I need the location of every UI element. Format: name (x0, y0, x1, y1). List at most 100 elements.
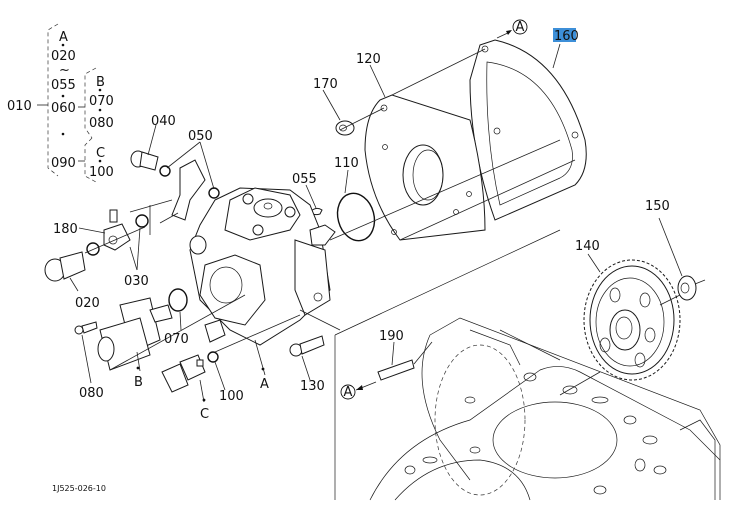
engine-housing (334, 229, 721, 501)
stud-190 (377, 359, 415, 381)
callout-030[interactable]: 030 (124, 274, 149, 289)
bolt-hole (466, 191, 472, 197)
nut-body (335, 120, 355, 136)
marker-circle (512, 19, 528, 35)
gear-hole (634, 352, 646, 368)
nut-body (677, 275, 697, 301)
label-070-group[interactable]: 070 (89, 94, 114, 109)
callout-020[interactable]: 020 (75, 296, 100, 311)
callout-070[interactable]: 070 (164, 332, 189, 347)
nut-hole (339, 124, 347, 132)
banjo-bolt-020 (44, 251, 86, 282)
housing-outline (429, 317, 721, 500)
callout-055[interactable]: 055 (292, 172, 317, 187)
housing-rib (499, 329, 561, 361)
cylinder-bore-2 (394, 459, 531, 501)
callout-180[interactable]: 180 (53, 222, 78, 237)
ref-c-group: C (96, 146, 105, 161)
ref-marker-a-bottom[interactable]: A (340, 384, 356, 400)
plate-bore (402, 144, 444, 206)
callout-150[interactable]: 150 (645, 199, 670, 214)
dashed-flange-ref (434, 344, 526, 496)
callout-040[interactable]: 040 (151, 114, 176, 129)
highlight-box (553, 28, 576, 42)
dot (261, 367, 265, 371)
gasket-outer (469, 39, 587, 221)
gear-web (595, 277, 665, 367)
dot (61, 43, 65, 47)
housing-corner (679, 419, 716, 500)
centerlines (84, 48, 706, 396)
banjo-fitting-180 (103, 209, 131, 251)
marker-text: A (516, 20, 525, 35)
marker-circle (340, 384, 356, 400)
sensor-connector (161, 363, 189, 393)
pump-head-center (263, 202, 273, 210)
bolt-hole (391, 229, 397, 235)
o-ring-070 (168, 288, 188, 312)
brace-b (84, 67, 97, 139)
callout-050[interactable]: 050 (188, 129, 213, 144)
dot (136, 366, 140, 370)
arrow-a-top (496, 30, 512, 39)
label-080-group[interactable]: 080 (89, 116, 114, 131)
outer-brace (47, 23, 59, 177)
gear-hole (599, 337, 611, 353)
range-symbol: ~ (59, 63, 70, 78)
gasket-inner (486, 61, 573, 206)
arrow-a-bottom (355, 381, 377, 391)
gear-hub (609, 309, 641, 351)
washer-030-b (86, 242, 100, 256)
callout-120[interactable]: 120 (356, 52, 381, 67)
callout-130[interactable]: 130 (300, 379, 325, 394)
dot (61, 132, 65, 136)
frame-line (334, 229, 561, 336)
nut-170 (335, 120, 355, 136)
bolt-hole (481, 45, 489, 53)
callout-100[interactable]: 100 (219, 389, 244, 404)
label-090-group[interactable]: 090 (51, 156, 76, 171)
callout-170[interactable]: 170 (313, 77, 338, 92)
sensor-tip (196, 359, 204, 367)
dot (98, 88, 102, 92)
ref-b-valve: B (134, 375, 143, 390)
bolt-hole (571, 131, 579, 139)
callout-080[interactable]: 080 (79, 386, 104, 401)
callout-190[interactable]: 190 (379, 329, 404, 344)
label-060-group[interactable]: 060 (51, 101, 76, 116)
label-100-group[interactable]: 100 (89, 165, 114, 180)
flange-hole (313, 292, 323, 302)
head-bolt (284, 206, 296, 218)
banjo-hole (108, 235, 118, 245)
head-bolt (252, 224, 264, 236)
gear-hole (639, 292, 651, 308)
callout-140[interactable]: 140 (575, 239, 600, 254)
valve-stem (149, 304, 173, 323)
gear-hole (644, 327, 656, 343)
bolt-hole (493, 127, 501, 135)
valve-connector (97, 336, 115, 362)
callout-110[interactable]: 110 (334, 156, 359, 171)
ref-marker-a-top[interactable]: A (512, 19, 528, 35)
pump-cover-dial (209, 266, 243, 304)
bolt-hole (382, 144, 388, 150)
dot (61, 94, 65, 98)
ref-c-sensor: C (200, 407, 209, 422)
pump-cover (199, 254, 266, 326)
label-055-group[interactable]: 055 (51, 78, 76, 93)
pump-flange-ear (294, 239, 331, 316)
callout-160-highlighted[interactable]: 160 (553, 28, 579, 44)
nut-150 (677, 275, 697, 301)
bolt-040 (130, 150, 159, 171)
cylinder-bore (492, 401, 618, 479)
bolt-hole (380, 104, 388, 112)
label-010[interactable]: 010 (7, 99, 32, 114)
label-020-group[interactable]: 020 (51, 49, 76, 64)
bolt-thread (139, 151, 159, 171)
plate-bore-inner (412, 149, 444, 201)
washer-030-a (135, 214, 149, 228)
bolt-130 (289, 335, 325, 357)
bolt-thread (299, 335, 325, 355)
pump-head-cap (253, 198, 283, 218)
